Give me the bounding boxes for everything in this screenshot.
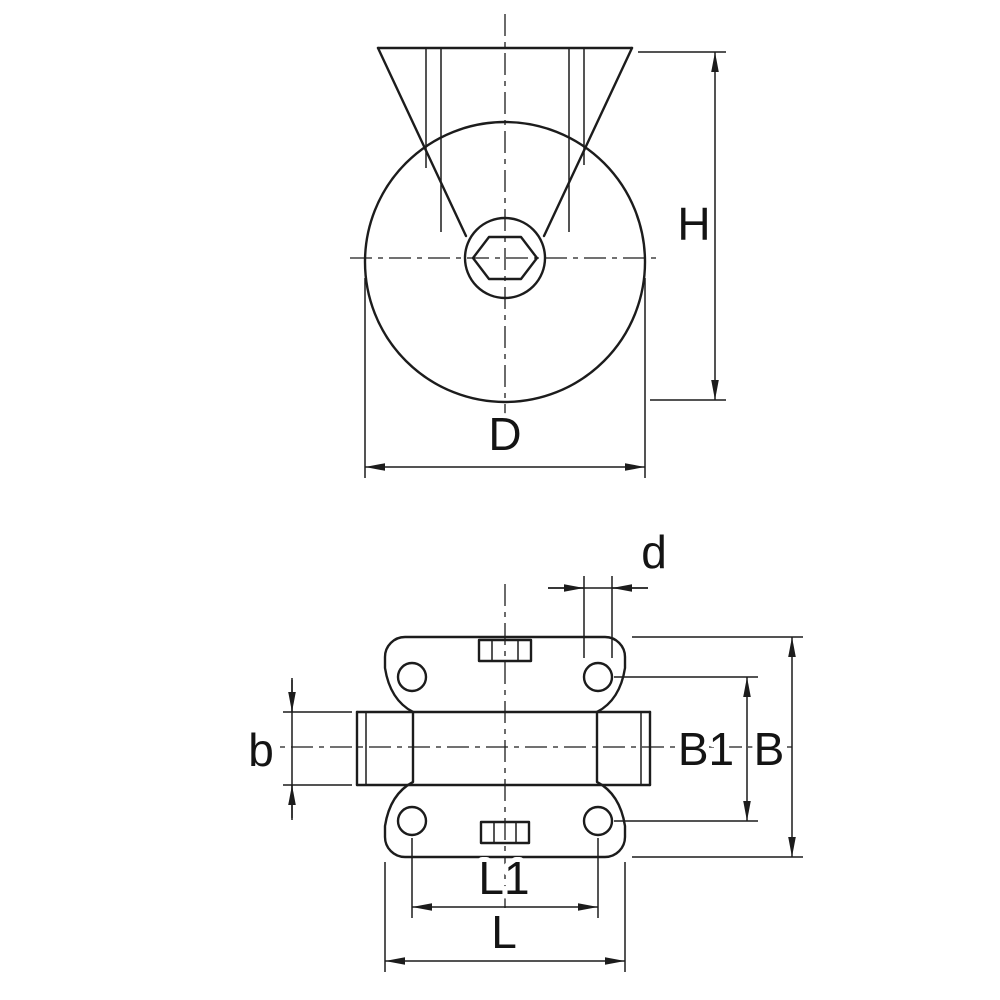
dimension-B: B — [632, 636, 803, 858]
fork-bracket — [376, 46, 634, 238]
dimension-L: L — [384, 862, 626, 972]
dimension-D: D — [364, 278, 646, 478]
dimension-label-L1: L1 — [478, 852, 529, 904]
dimension-B1: B1 — [614, 676, 758, 822]
side-elevation-view: H D — [350, 14, 726, 478]
dimension-b: b — [243, 678, 352, 820]
dimension-label-D: D — [488, 408, 521, 460]
dimension-label-B1: B1 — [678, 723, 734, 775]
dimension-label-b: b — [248, 724, 274, 776]
bolt-hole — [396, 805, 428, 837]
dimension-H: H — [638, 51, 726, 401]
dimension-label-d: d — [641, 526, 667, 578]
dimension-L1: L1 — [411, 838, 599, 918]
plan-view: d b B1 B L1 — [243, 521, 803, 972]
dimension-label-B: B — [754, 723, 785, 775]
bolt-hole — [582, 805, 614, 837]
fork-right-edge — [542, 46, 634, 238]
wheel-plan-outline — [355, 710, 652, 787]
bolt-hole — [396, 661, 428, 693]
dimension-label-H: H — [677, 198, 710, 250]
bolt-hole — [582, 661, 614, 693]
fork-left-edge — [376, 46, 468, 238]
dimension-label-L: L — [491, 906, 517, 958]
dimension-d: d — [548, 521, 672, 658]
